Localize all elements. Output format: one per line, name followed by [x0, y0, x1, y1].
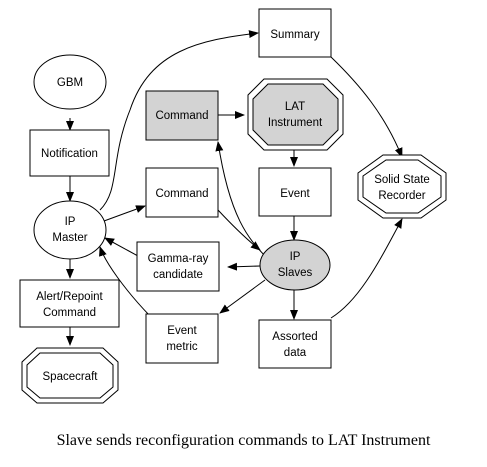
svg-text:Command: Command [43, 307, 96, 319]
node-summary: Summary [258, 8, 332, 58]
svg-text:Event: Event [280, 188, 310, 200]
node-spacecraft: Spacecraft [21, 347, 119, 404]
node-solid-state-recorder: Solid State Recorder [357, 154, 447, 219]
node-assorted-data: Assorted data [258, 319, 332, 369]
svg-text:Spacecraft: Spacecraft [43, 371, 99, 383]
node-ip-slaves: IP Slaves [259, 239, 331, 291]
edge-ipmaster-to-summary [99, 30, 259, 211]
diagram-caption: Slave sends reconfiguration commands to … [56, 432, 431, 449]
edge-ipslaves-to-command-top [215, 141, 267, 258]
svg-text:IP: IP [65, 216, 76, 228]
node-lat-instrument: LAT Instrument [247, 78, 344, 151]
edge-ipmaster-to-command-mid [103, 205, 146, 222]
svg-text:Instrument: Instrument [268, 117, 323, 129]
svg-text:Solid State: Solid State [374, 174, 430, 186]
svg-text:GBM: GBM [57, 77, 83, 89]
svg-text:LAT: LAT [285, 101, 305, 113]
node-command-mid: Command [145, 167, 219, 218]
node-event: Event [258, 167, 332, 217]
flow-diagram: Summary GBM Command LAT Instrument Notif… [19, 8, 447, 404]
svg-text:Gamma-ray: Gamma-ray [148, 253, 209, 265]
node-notification: Notification [29, 129, 110, 177]
edge-ipslaves-to-gamma [227, 262, 261, 271]
svg-text:candidate: candidate [153, 269, 203, 281]
svg-text:Notification: Notification [41, 148, 98, 160]
svg-text:Command: Command [155, 110, 208, 122]
svg-text:IP: IP [290, 251, 301, 263]
svg-text:data: data [284, 347, 307, 359]
svg-text:Summary: Summary [270, 29, 319, 41]
edge-assorted-to-ssr [330, 218, 403, 319]
edge-summary-to-ssr [330, 56, 403, 158]
svg-text:Alert/Repoint: Alert/Repoint [36, 291, 103, 303]
node-gamma-ray-candidate: Gamma-ray candidate [136, 241, 220, 292]
svg-text:Slaves: Slaves [278, 267, 313, 279]
edge-gamma-to-ipmaster [104, 237, 139, 257]
node-ip-master: IP Master [33, 200, 107, 260]
svg-text:Master: Master [52, 232, 87, 244]
node-command-top: Command [145, 90, 219, 141]
edge-event-metric-to-ipmaster [99, 246, 151, 317]
svg-text:Event: Event [167, 325, 197, 337]
node-alert-repoint-command: Alert/Repoint Command [19, 279, 120, 328]
svg-text:Command: Command [155, 188, 208, 200]
edge-command-mid-to-ipslaves [217, 209, 261, 251]
edge-ipslaves-to-event-metric [219, 279, 266, 314]
svg-text:Assorted: Assorted [272, 331, 317, 343]
svg-text:Recorder: Recorder [378, 190, 425, 202]
node-event-metric: Event metric [145, 313, 219, 364]
node-gbm: GBM [33, 54, 107, 110]
svg-text:metric: metric [166, 341, 198, 353]
